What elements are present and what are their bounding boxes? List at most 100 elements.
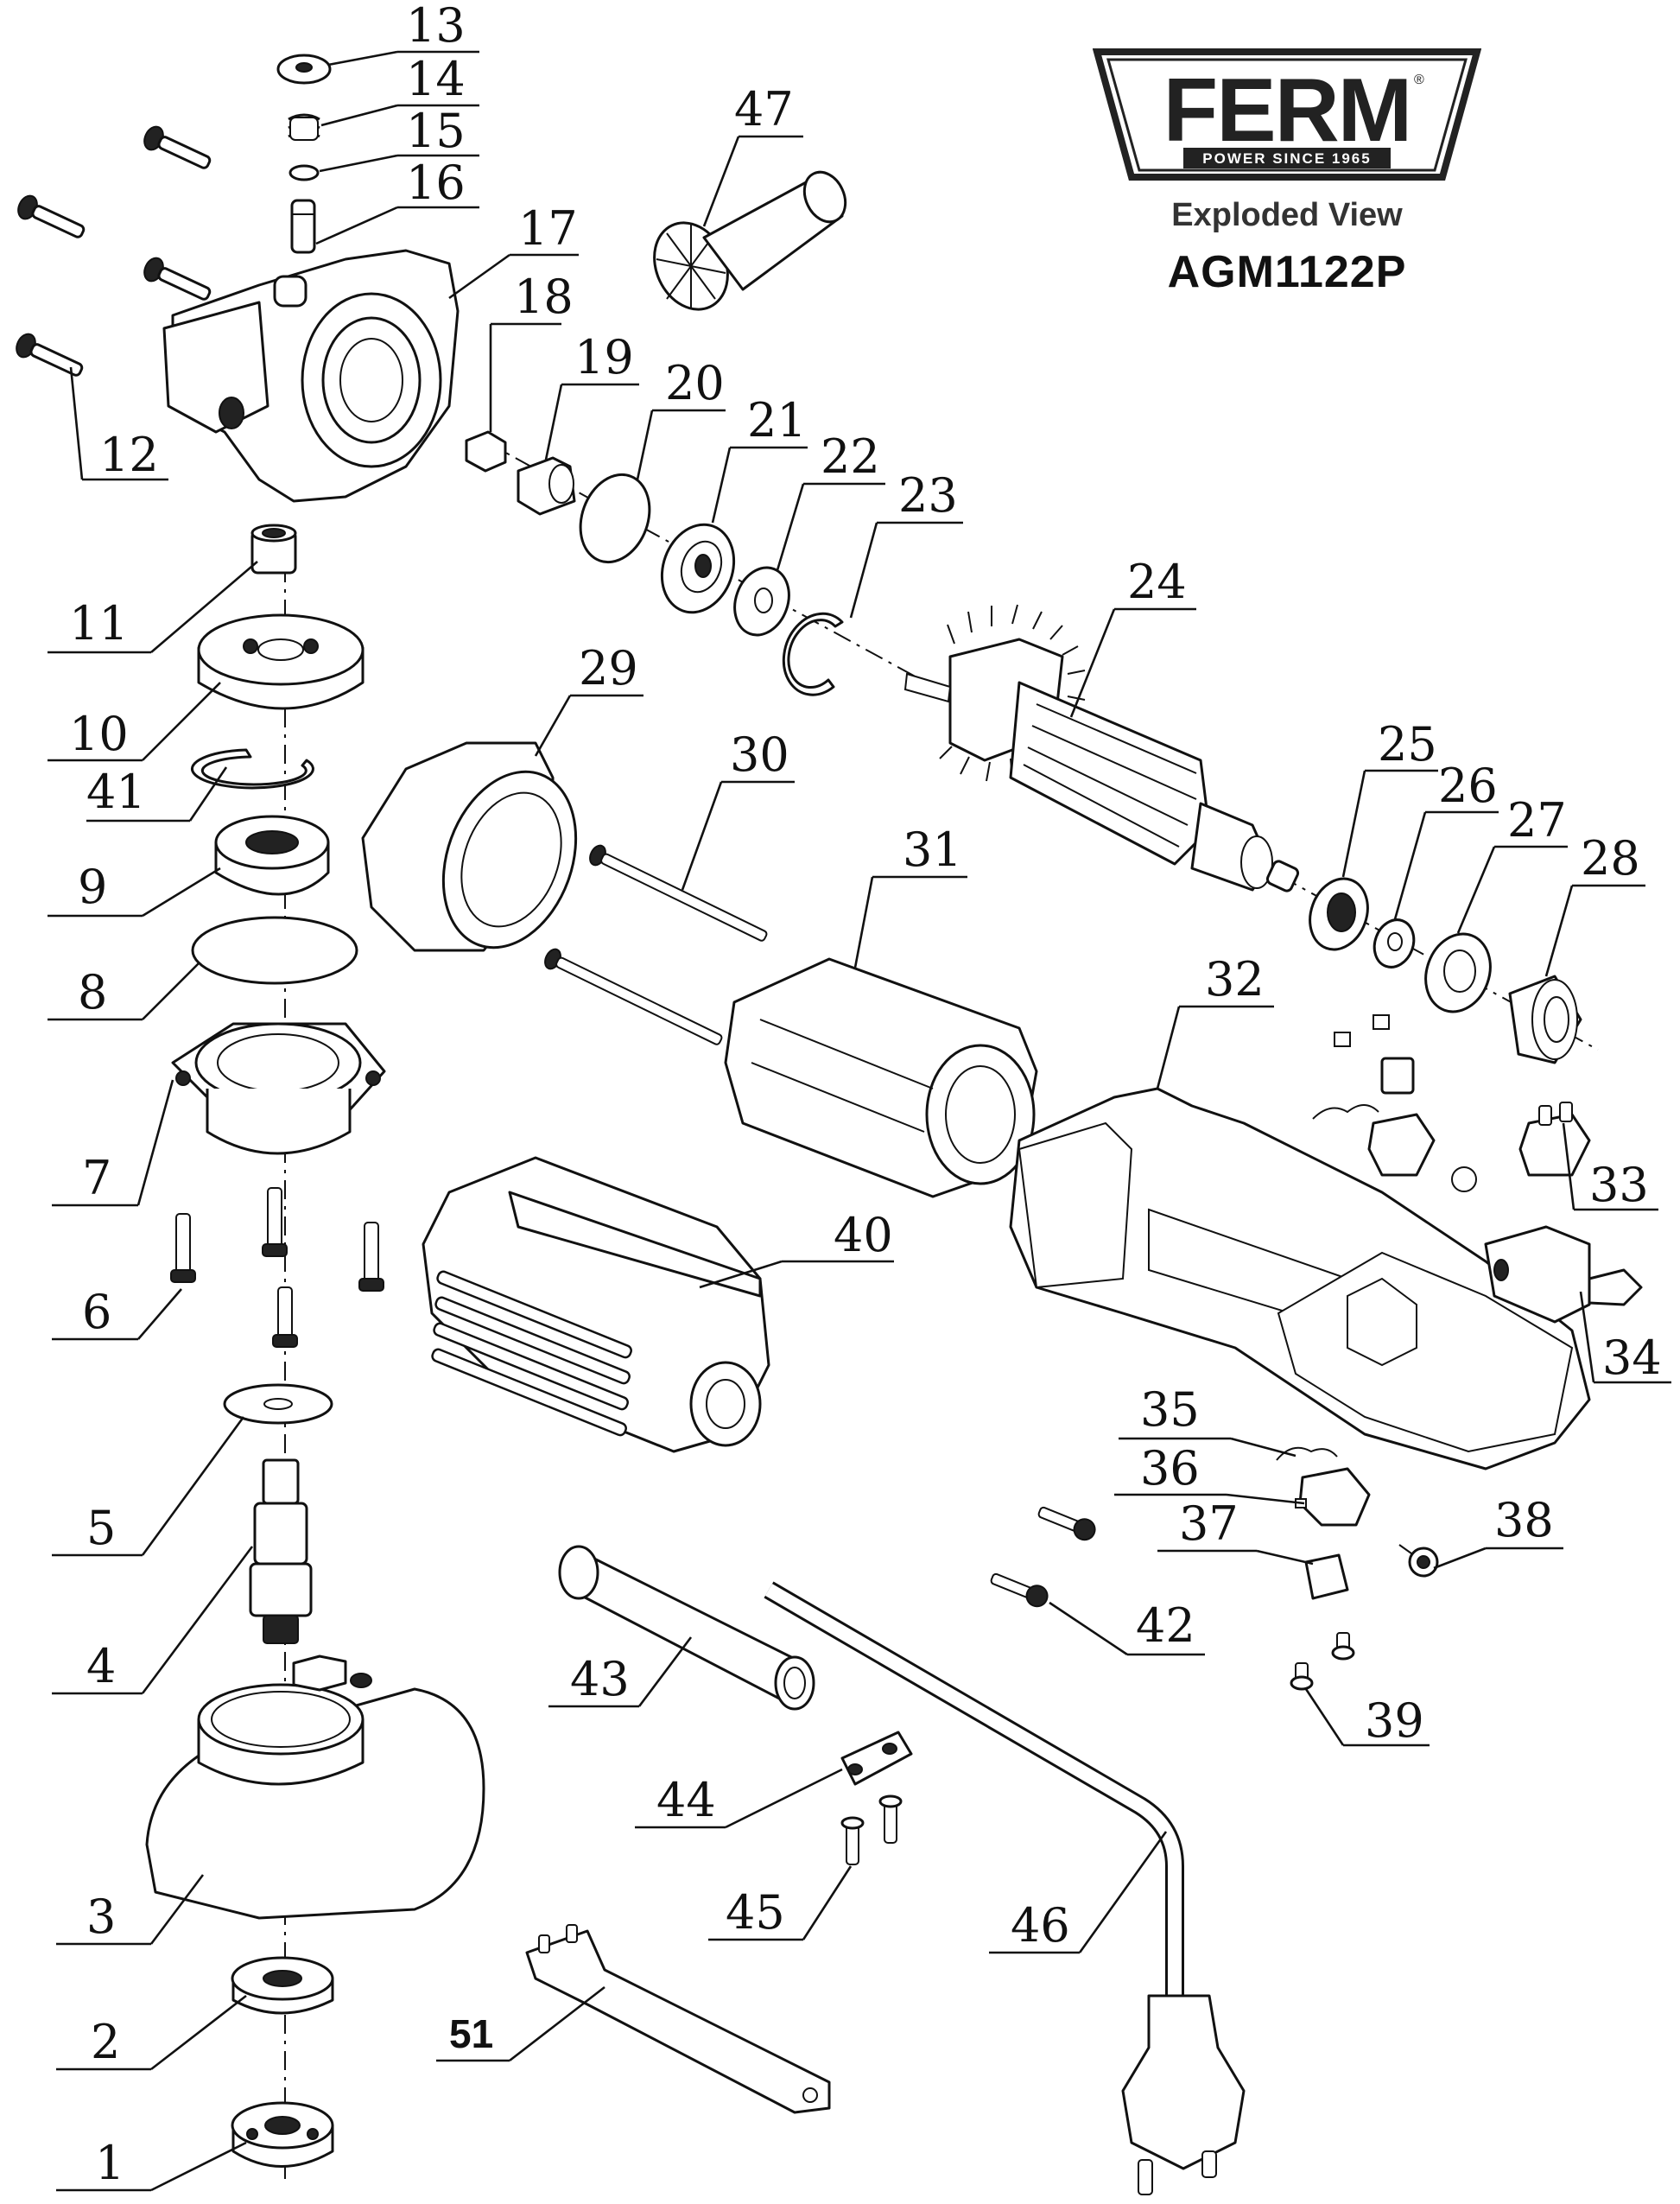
callout-number: 20 bbox=[665, 356, 725, 410]
part-9-ball-bearing bbox=[214, 815, 330, 896]
callout-number: 39 bbox=[1365, 1693, 1424, 1748]
callout-number: 10 bbox=[69, 707, 129, 761]
part-26-washer bbox=[1373, 918, 1416, 969]
callout-number: 9 bbox=[78, 860, 107, 914]
callout-25: 25 bbox=[1341, 717, 1438, 878]
callout-1: 1 bbox=[56, 2136, 247, 2192]
part-7-gear-cover-flange bbox=[171, 1022, 386, 1155]
callout-4: 4 bbox=[52, 1546, 254, 1695]
callout-32: 32 bbox=[1156, 952, 1274, 1089]
part-40-rear-cover bbox=[422, 1156, 770, 1453]
callout-37: 37 bbox=[1157, 1496, 1314, 1566]
callout-number: 26 bbox=[1438, 759, 1498, 813]
part-38-brush-spring bbox=[1398, 1544, 1439, 1578]
part-33-terminal-block bbox=[1518, 1102, 1591, 1177]
callout-38: 38 bbox=[1433, 1493, 1563, 1570]
model-number: AGM1122P bbox=[1167, 247, 1407, 297]
part-47-side-handle bbox=[653, 170, 847, 311]
callout-19: 19 bbox=[544, 330, 639, 460]
callout-51: 51 bbox=[436, 1985, 605, 2062]
callout-33: 33 bbox=[1562, 1122, 1658, 1212]
callout-number: 29 bbox=[579, 641, 638, 695]
part-19-pinion-gear bbox=[517, 456, 576, 516]
callout-43: 43 bbox=[548, 1636, 693, 1708]
callout-number: 25 bbox=[1378, 717, 1437, 772]
part-16-lock-pin bbox=[290, 199, 316, 254]
callout-34: 34 bbox=[1579, 1291, 1671, 1385]
callout-28: 28 bbox=[1544, 831, 1645, 977]
part-21-bearing bbox=[660, 523, 736, 614]
callout-number: 46 bbox=[1011, 1898, 1070, 1953]
part-6-screws bbox=[170, 1187, 384, 1348]
callout-31: 31 bbox=[853, 823, 967, 969]
part-8-o-ring bbox=[191, 916, 358, 985]
callout-30: 30 bbox=[681, 727, 795, 891]
callout-number: 35 bbox=[1140, 1382, 1200, 1437]
callout-number: 34 bbox=[1602, 1331, 1662, 1385]
callout-46: 46 bbox=[989, 1831, 1168, 1954]
part-3-wheel-guard bbox=[145, 1655, 485, 1920]
callout-number: 8 bbox=[78, 965, 107, 1019]
callout-3: 3 bbox=[56, 1874, 205, 1946]
part-42-screws bbox=[990, 1506, 1096, 1608]
part-44-cord-clamp bbox=[840, 1731, 913, 1786]
callout-13: 13 bbox=[327, 0, 479, 67]
callout-number: 13 bbox=[406, 0, 466, 53]
callout-41: 41 bbox=[86, 765, 228, 823]
part-43-handle-tube bbox=[558, 1545, 815, 1711]
part-11-needle-bearing bbox=[250, 524, 297, 575]
part-10-bearing-plate bbox=[197, 613, 365, 710]
part-4-spindle bbox=[249, 1458, 313, 1644]
callout-number: 18 bbox=[514, 270, 574, 324]
callout-22: 22 bbox=[776, 429, 885, 571]
callout-29: 29 bbox=[534, 641, 643, 757]
callout-number: 12 bbox=[99, 428, 159, 482]
callout-number: 43 bbox=[570, 1652, 630, 1706]
callout-47: 47 bbox=[702, 82, 803, 227]
part-23-circlip bbox=[782, 612, 844, 696]
callout-35: 35 bbox=[1119, 1382, 1296, 1458]
callout-number: 21 bbox=[747, 393, 807, 448]
callout-number: 14 bbox=[406, 52, 466, 106]
part-1-outer-flange-nut bbox=[231, 2101, 334, 2168]
callout-18: 18 bbox=[489, 270, 574, 432]
part-32-motor-housing bbox=[1009, 1087, 1591, 1470]
callout-5: 5 bbox=[52, 1416, 245, 1557]
part-24-armature bbox=[903, 604, 1300, 892]
part-34-switch bbox=[1484, 1225, 1643, 1324]
callout-number: 15 bbox=[406, 104, 466, 158]
callout-10: 10 bbox=[48, 682, 221, 762]
part-12-screws bbox=[16, 125, 212, 377]
callout-number: 11 bbox=[69, 596, 129, 651]
part-14-spring bbox=[288, 113, 320, 141]
callout-6: 6 bbox=[52, 1285, 182, 1341]
part-18-nut bbox=[465, 430, 507, 473]
logo-tagline: POWER SINCE 1965 bbox=[1202, 150, 1371, 167]
callout-number: 5 bbox=[86, 1501, 116, 1555]
callout-27: 27 bbox=[1456, 793, 1568, 934]
callout-number: 23 bbox=[898, 468, 958, 523]
part-35-36-brush-holder bbox=[1276, 1446, 1371, 1527]
callout-7: 7 bbox=[52, 1079, 174, 1207]
callout-number: 47 bbox=[734, 82, 794, 137]
callout-23: 23 bbox=[849, 468, 963, 619]
callout-number: 40 bbox=[834, 1208, 893, 1262]
callout-number: 7 bbox=[82, 1151, 111, 1205]
part-20-o-ring bbox=[579, 473, 651, 564]
callout-number: 19 bbox=[574, 330, 634, 384]
callout-42: 42 bbox=[1049, 1598, 1205, 1656]
callout-45: 45 bbox=[708, 1865, 853, 1941]
callout-26: 26 bbox=[1393, 759, 1499, 920]
ferm-logo: FERM ® POWER SINCE 1965 bbox=[1093, 48, 1481, 186]
callout-14: 14 bbox=[320, 52, 479, 127]
callout-number: 37 bbox=[1179, 1496, 1239, 1551]
callout-number: 36 bbox=[1140, 1441, 1200, 1496]
callout-9: 9 bbox=[48, 860, 221, 918]
part-17-gear-housing bbox=[162, 249, 460, 503]
part-51-pin-spanner bbox=[525, 1924, 831, 2114]
callout-number: 22 bbox=[821, 429, 880, 484]
callout-number: 4 bbox=[86, 1639, 116, 1693]
part-45-screws bbox=[840, 1794, 903, 1865]
